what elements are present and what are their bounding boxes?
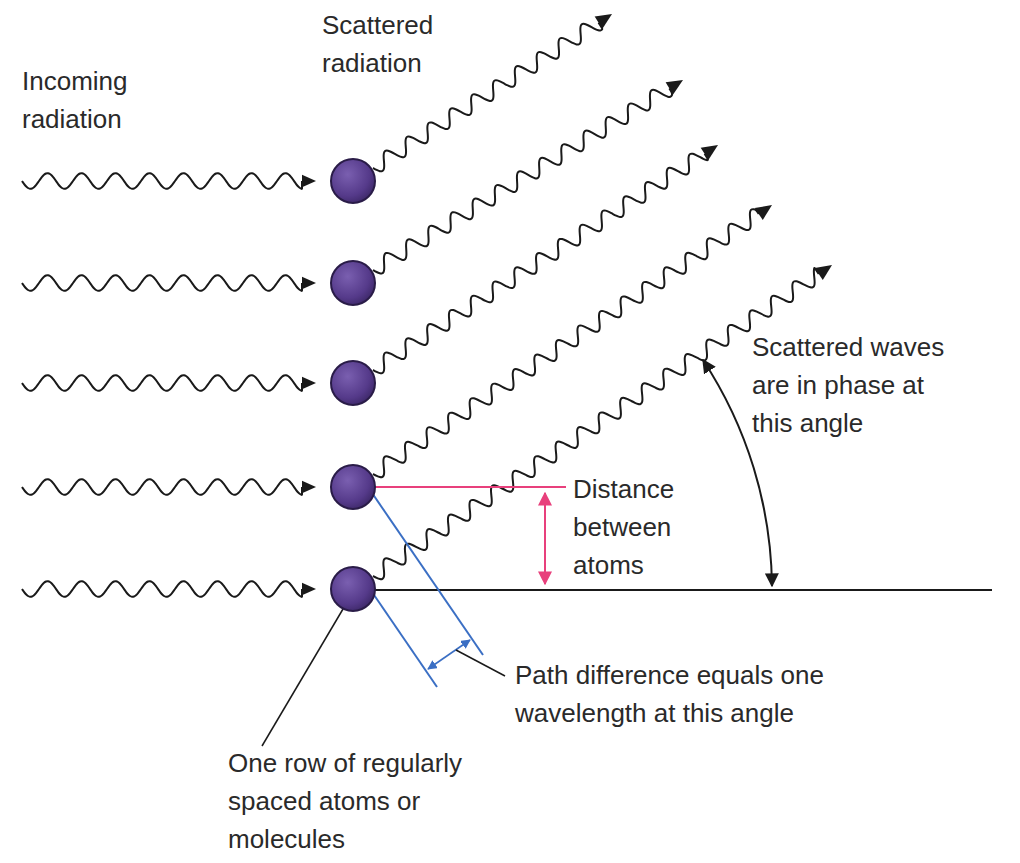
atom	[331, 159, 375, 203]
arrowhead	[302, 583, 316, 596]
radiation-wave	[373, 209, 759, 477]
text-label: Path difference equals one wavelength at…	[515, 656, 955, 732]
arrowhead	[666, 80, 683, 94]
arrowhead	[755, 205, 772, 220]
arrowhead	[701, 145, 718, 160]
text-label: One row of regularly spaced atoms or mol…	[228, 744, 518, 858]
radiation-wave	[22, 275, 302, 291]
radiation-wave	[22, 581, 302, 597]
radiation-wave	[373, 23, 602, 172]
leader-line	[262, 609, 343, 746]
arrowhead	[302, 175, 316, 188]
radiation-wave	[22, 173, 302, 189]
atom-group	[331, 159, 375, 611]
text-label: Distance between atoms	[573, 470, 713, 584]
text-label: Scattered radiation	[322, 6, 492, 82]
wave-group	[22, 14, 832, 597]
wavefront-line	[370, 490, 483, 655]
spacing-arrow	[544, 493, 546, 584]
radiation-wave	[373, 88, 672, 273]
radiation-wave	[22, 375, 302, 391]
radiation-wave	[22, 479, 302, 495]
atom	[331, 261, 375, 305]
arrowhead	[302, 481, 316, 494]
arrowhead	[595, 14, 612, 29]
text-label: Scattered waves are in phase at this ang…	[752, 328, 957, 442]
arrowhead	[815, 265, 832, 280]
text-label: Incoming radiation	[22, 62, 192, 138]
spacing-line	[375, 486, 566, 488]
atom	[331, 361, 375, 405]
radiation-wave	[373, 154, 708, 374]
arrowhead	[302, 277, 316, 290]
wavefront-line	[372, 592, 437, 687]
leader-line	[456, 650, 505, 676]
atom	[331, 567, 375, 611]
atom	[331, 465, 375, 509]
baseline	[375, 589, 992, 591]
arrowhead	[302, 377, 316, 390]
